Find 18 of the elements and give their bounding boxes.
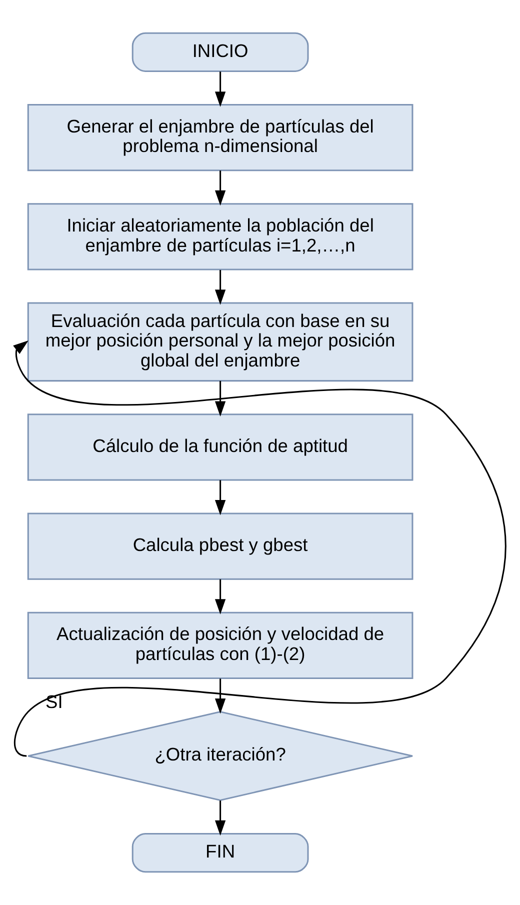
arrow [214, 72, 226, 107]
arrow [214, 678, 226, 714]
arrow [214, 480, 226, 516]
node-box: Calcula pbest y gbest [27, 512, 414, 580]
node-box: Iniciar aleatoriamente la población del enjambre de partículas i=1,2,…,n [27, 203, 414, 270]
node-diamond: ¿Otra iteración? [27, 710, 414, 801]
node-box: Actualización de posición y velocidad de partículas con (1)-(2) [27, 612, 414, 679]
node-box: INICIO [132, 32, 309, 72]
node-box: Evaluación cada partícula con base en su mejor posición personal y la mejor posición global del enjambre [27, 302, 414, 382]
arrow [214, 800, 226, 836]
arrow [214, 170, 226, 206]
arrow [214, 270, 226, 305]
arrow [214, 579, 226, 614]
arrow [214, 380, 226, 417]
node-box: Cálculo de la función de aptitud [27, 414, 414, 481]
arrow [13, 340, 506, 757]
node-box: FIN [132, 833, 309, 873]
node-box: Generar el enjambre de partículas del problema n-dimensional [27, 104, 414, 172]
